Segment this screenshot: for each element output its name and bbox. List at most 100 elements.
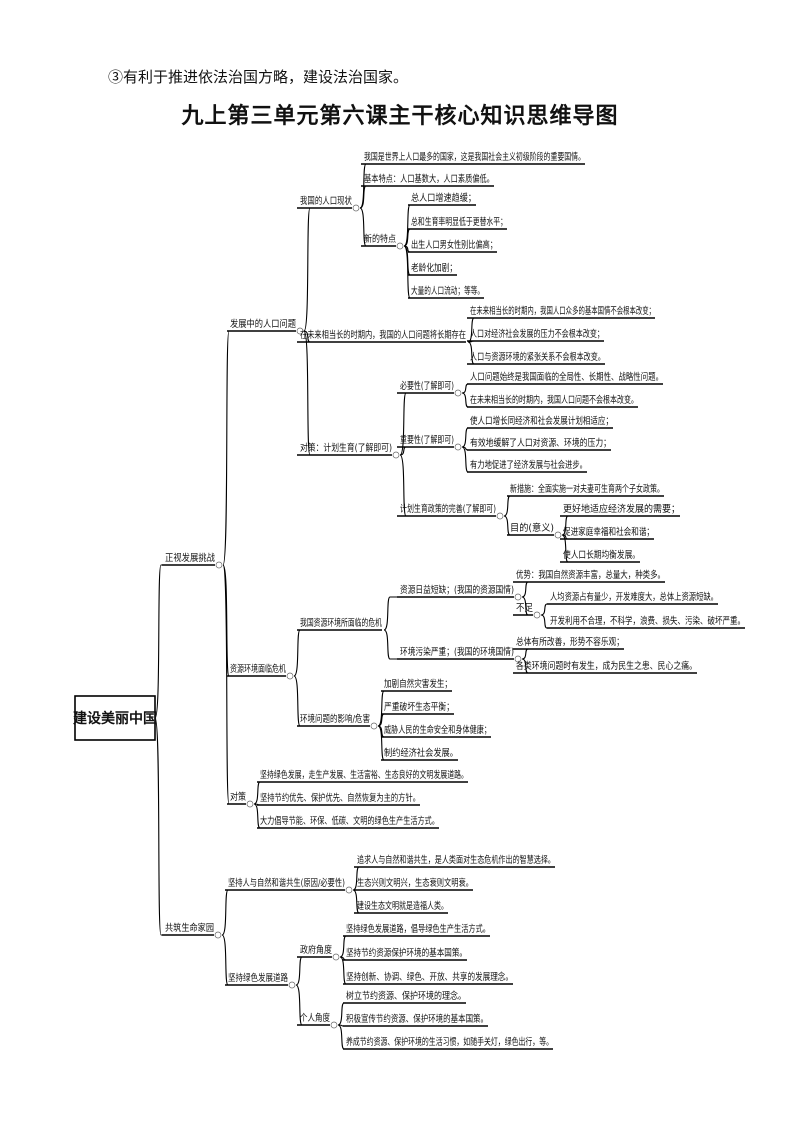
node-n1b1b1: 总体有所改善，形势不容乐观； bbox=[513, 636, 624, 650]
node-n2a2: 生态兴则文明兴，生态衰则文明衰。 bbox=[354, 877, 473, 891]
node-label: 资源日益短缺；(我国的资源国情) bbox=[400, 584, 514, 596]
connector bbox=[154, 717, 162, 936]
node-label: 积极宣传节约资源、保护环境的基本国策。 bbox=[346, 1013, 488, 1025]
node-label: 计划生育政策的完善(了解即可) bbox=[400, 503, 496, 515]
node-n2b1b: 坚持节约资源保护环境的基本国策。 bbox=[343, 947, 467, 961]
node-label: 使人口长期均衡发展。 bbox=[563, 549, 640, 561]
node-n1a3: 对策：计划生育(了解即可) bbox=[297, 442, 400, 459]
node-label: 人口与资源环境的紧张关系不会根本改变。 bbox=[470, 351, 605, 363]
connector bbox=[540, 603, 548, 616]
node-label: 重要性(了解即可) bbox=[400, 434, 454, 446]
node-label: 环境问题的影响/危害 bbox=[300, 713, 370, 725]
node-label: 出生人口男女性别比偏高； bbox=[411, 239, 497, 251]
connector bbox=[383, 596, 397, 631]
node-label: 威胁人民的生命安全和身体健康； bbox=[384, 724, 491, 736]
node-n1c3: 大力倡导节能、环保、低碳、文明的绿色生产生活方式。 bbox=[257, 815, 439, 829]
node-n1b2: 环境问题的影响/危害 bbox=[297, 713, 378, 730]
node-n1a1c: 新的特点 bbox=[361, 233, 404, 250]
node-n1b1b: 环境污染严重；(我国的环境国情) bbox=[397, 646, 522, 663]
node-label: 开发利用不合理，不科学，浪费、损失、污染、破坏严重。 bbox=[550, 615, 745, 627]
node-label: 坚持绿色发展道路，倡导绿色生产生活方式。 bbox=[346, 923, 490, 935]
node-label: 人口对经济社会发展的压力不会根本改变； bbox=[470, 328, 604, 340]
intro-line: ③有利于推进依法治国方略，建设法治国家。 bbox=[108, 68, 409, 86]
node-label: 对策 bbox=[230, 791, 246, 803]
connector bbox=[383, 629, 397, 660]
node-n1b2d: 制约经济社会发展。 bbox=[381, 747, 458, 761]
node-label: 坚持节约优先、保护优先、自然恢复为主的方针。 bbox=[260, 792, 420, 804]
node-n2a1: 追求人与自然和谐共生，是人类面对生态危机作出的智慧选择。 bbox=[354, 854, 555, 868]
collapse-toggle-icon bbox=[514, 593, 522, 601]
node-n1a2: 在未来相当长的时期内，我国的人口问题将长期存在 bbox=[297, 329, 466, 343]
collapse-toggle-icon bbox=[454, 389, 462, 397]
collapse-toggle-icon bbox=[345, 886, 353, 894]
node-n1b: 资源环境面临危机 bbox=[227, 663, 294, 680]
node-n1a3c: 计划生育政策的完善(了解即可) bbox=[397, 503, 504, 520]
node-n1a3c2c: 使人口长期均衡发展。 bbox=[560, 549, 640, 563]
node-n1a2b: 人口对经济社会发展的压力不会根本改变； bbox=[467, 328, 604, 342]
node-n1a1c1: 总人口增速趋缓； bbox=[408, 192, 476, 206]
node-label: 各类环境问题时有发生，成为民生之患、民心之痛。 bbox=[516, 660, 697, 672]
root-box bbox=[74, 695, 156, 741]
node-n1a2c: 人口与资源环境的紧张关系不会根本改变。 bbox=[467, 351, 605, 365]
node-label: 优势：我国自然资源丰富，总量大，种类多。 bbox=[516, 569, 665, 581]
node-label: 基本特点：人口基数大，人口素质偏低。 bbox=[364, 173, 494, 185]
node-n1b2b: 严重破坏生态平衡； bbox=[381, 701, 454, 715]
node-label: 必要性(了解即可) bbox=[400, 380, 454, 392]
page-title: 九上第三单元第六课主干核心知识思维导图 bbox=[181, 104, 619, 129]
collapse-toggle-icon bbox=[296, 327, 304, 335]
node-label: 生态兴则文明兴，生态衰则文明衰。 bbox=[357, 877, 473, 889]
node-n1b1a2b: 开发利用不合理，不科学，浪费、损失、污染、破坏严重。 bbox=[547, 615, 745, 629]
node-n1a1c2: 总和生育率明显低于更替水平； bbox=[408, 216, 507, 230]
node-n1: 正视发展挑战 bbox=[162, 552, 223, 569]
node-label: 人均资源占有量少，开发难度大，总体上资源短缺。 bbox=[550, 591, 718, 603]
node-n1a3c2b: 促进家庭幸福和社会和谐； bbox=[560, 526, 654, 540]
node-label: 发展中的人口问题 bbox=[230, 318, 296, 330]
connector bbox=[503, 495, 511, 517]
node-n1b1b2: 各类环境问题时有发生，成为民生之患、民心之痛。 bbox=[513, 660, 697, 674]
node-label: 总体有所改善，形势不容乐观； bbox=[516, 636, 624, 648]
node-n1b1a2: 不足 bbox=[513, 603, 541, 619]
node-n2b1c: 坚持创新、协调、绿色、开放、共享的发展理念。 bbox=[343, 971, 513, 985]
collapse-toggle-icon bbox=[496, 512, 504, 520]
node-label: 目的(意义) bbox=[510, 522, 554, 534]
node-n1a1: 我国的人口现状 bbox=[297, 195, 360, 212]
node-n1b1a2a: 人均资源占有量少，开发难度大，总体上资源短缺。 bbox=[547, 591, 718, 605]
node-label: 新措施：全面实施一对夫妻可生育两个子女政策。 bbox=[510, 483, 664, 495]
node-label: 老龄化加剧； bbox=[411, 262, 457, 274]
node-label: 环境污染严重；(我国的环境国情) bbox=[400, 646, 514, 658]
node-label: 总人口增速趋缓； bbox=[411, 192, 476, 204]
node-n2: 共筑生命家园 bbox=[162, 922, 222, 939]
node-n1b1: 我国资源环境所面临的危机 bbox=[297, 617, 382, 631]
node-n1a1c5: 大量的人口流动；等等。 bbox=[408, 285, 484, 299]
node-label: 坚持人与自然和谐共生(原因/必要性) bbox=[228, 877, 345, 889]
connector bbox=[513, 581, 529, 598]
connector bbox=[221, 889, 229, 936]
root-node: 建设美丽中国 bbox=[73, 695, 157, 741]
node-label: 我国的人口现状 bbox=[300, 195, 352, 207]
collapse-toggle-icon bbox=[352, 204, 360, 212]
collapse-toggle-icon bbox=[246, 800, 254, 808]
collapse-toggle-icon bbox=[396, 242, 404, 250]
connector bbox=[293, 629, 301, 677]
node-label: 在未来相当长的时期内，我国人口众多的基本国情不会根本改变； bbox=[470, 305, 655, 317]
node-n1a3b2: 有效地缓解了人口对资源、环境的压力； bbox=[467, 437, 611, 451]
node-label: 坚持绿色发展道路 bbox=[228, 972, 288, 984]
node-label: 有力地促进了经济发展与社会进步。 bbox=[470, 459, 587, 471]
node-n2b2c: 养成节约资源、保护环境的生活习惯，如随手关灯，绿色出行，等。 bbox=[343, 1036, 553, 1050]
node-n1a1c4: 老龄化加剧； bbox=[408, 262, 457, 276]
connector bbox=[403, 245, 411, 299]
node-n1a1c3: 出生人口男女性别比偏高； bbox=[408, 239, 497, 253]
node-label: 大量的人口流动；等等。 bbox=[411, 285, 484, 297]
node-label: 坚持节约资源保护环境的基本国策。 bbox=[346, 947, 467, 959]
node-n1a3c2: 目的(意义) bbox=[507, 522, 562, 539]
node-n1a3a: 必要性(了解即可) bbox=[397, 380, 462, 397]
node-label: 人口问题始终是我国面临的全局性、长期性、战略性问题。 bbox=[470, 371, 663, 383]
node-n1b1a: 资源日益短缺；(我国的资源国情) bbox=[397, 584, 522, 601]
node-label: 坚持绿色发展，走生产发展、生活富裕、生态良好的文明发展道路。 bbox=[260, 769, 468, 781]
node-n1a3a1: 人口问题始终是我国面临的全局性、长期性、战略性问题。 bbox=[467, 371, 663, 385]
node-n1a1a: 我国是世界上人口最多的国家，这是我国社会主义初级阶段的重要国情。 bbox=[361, 151, 585, 165]
connector bbox=[337, 1024, 345, 1050]
connector bbox=[461, 427, 469, 448]
node-n1a3c1: 新措施：全面实施一对夫妻可生育两个子女政策。 bbox=[507, 483, 664, 497]
